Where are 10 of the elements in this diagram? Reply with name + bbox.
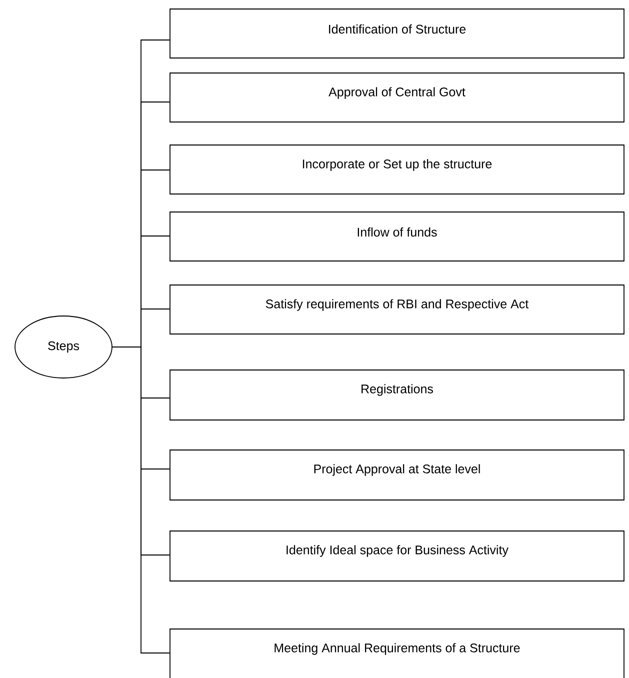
step-box: Project Approval at State level <box>170 450 624 500</box>
connector <box>112 346 170 654</box>
step-box: Approval of Central Govt <box>170 72 624 122</box>
step-box: Incorporate or Set up the structure <box>170 144 624 194</box>
step-box: Satisfy requirements of RBI and Respective Act <box>170 284 624 334</box>
step-box: Identification of Structure <box>170 8 624 58</box>
step-box: Meeting Annual Requirements of a Structure <box>170 628 624 678</box>
step-box: Registrations <box>170 370 624 420</box>
step-box: Inflow of funds <box>170 212 624 262</box>
step-box: Identify Ideal space for Business Activity <box>170 530 624 582</box>
